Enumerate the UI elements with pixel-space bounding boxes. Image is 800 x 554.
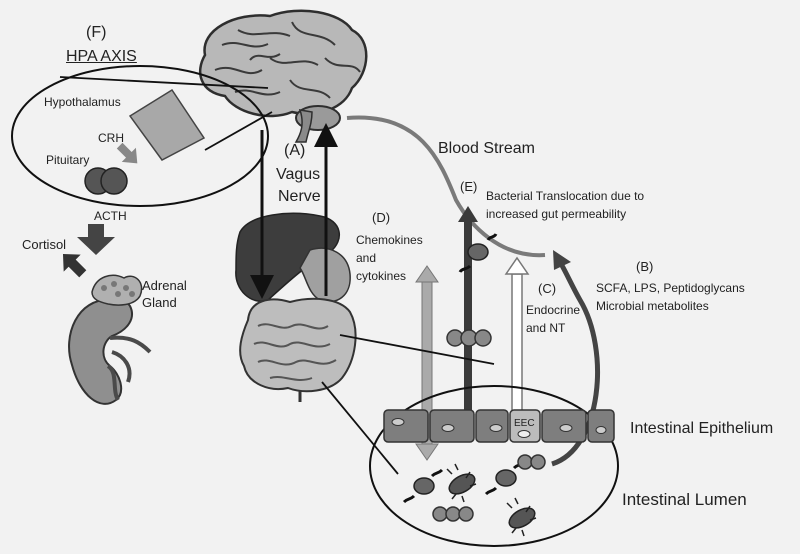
hypothalamus-label: Hypothalamus xyxy=(44,95,121,109)
microbial-label-line1: SCFA, LPS, Peptidoglycans xyxy=(596,281,745,295)
acth-label: ACTH xyxy=(94,209,127,223)
hpa-axis-title: HPA AXIS xyxy=(66,48,137,65)
microbial-letter-label: (B) xyxy=(636,259,654,274)
chemokines-label-line3: cytokines xyxy=(356,269,407,283)
bacterial-translocation-arrow-head xyxy=(458,206,478,222)
vagus-label-line1: Vagus xyxy=(276,166,321,183)
cortisol-arrow xyxy=(62,253,87,278)
cortisol-label: Cortisol xyxy=(22,237,67,252)
adrenal-label-line2: Gland xyxy=(142,295,177,310)
chemokines-label-line1: Chemokines xyxy=(356,233,423,247)
crh-arrow xyxy=(116,142,138,164)
hypothalamus-shape xyxy=(128,88,206,161)
crh-label: CRH xyxy=(98,131,124,145)
chemokines-arrow-head-up xyxy=(415,265,439,283)
kidney-adrenal-illustration xyxy=(68,274,152,405)
vagus-letter-label: (A) xyxy=(284,142,306,159)
endocrine-letter-label: (C) xyxy=(538,281,557,296)
blood-stream-curve xyxy=(346,115,546,258)
microbial-label-line2: Microbial metabolites xyxy=(596,299,709,313)
pituitary-label: Pituitary xyxy=(46,153,90,167)
brain-illustration xyxy=(198,9,368,143)
intestinal-epithelium-label: Intestinal Epithelium xyxy=(630,420,774,437)
hpa-axis-circle xyxy=(11,65,269,207)
epithelial-cell-row xyxy=(383,409,615,443)
blood-stream-label: Blood Stream xyxy=(438,140,535,157)
microbial-metabolite-arrow-head xyxy=(553,250,571,270)
endocrine-arrow-shaft xyxy=(511,273,523,421)
bacterial-label-line1: Bacterial Translocation due to xyxy=(486,189,645,203)
eec-label: EEC xyxy=(514,418,535,429)
intestinal-lumen-label: Intestinal Lumen xyxy=(622,490,747,509)
coccus-icon xyxy=(474,329,492,347)
acth-arrow xyxy=(77,224,115,255)
bacterial-letter-label: (E) xyxy=(460,179,478,194)
intestine-zoom-circle xyxy=(369,385,619,547)
zoom-line-bottom xyxy=(321,381,399,475)
endocrine-label-line1: Endocrine xyxy=(526,303,581,317)
hpa-letter-label: (F) xyxy=(86,24,107,41)
endocrine-label-line2: and NT xyxy=(526,321,566,335)
chemokines-arrow-head-down xyxy=(415,443,439,461)
translocated-bacterium-icon xyxy=(458,233,498,273)
chemokines-label-line2: and xyxy=(356,251,377,265)
bacterial-label-line2: increased gut permeability xyxy=(486,207,627,221)
vagus-label-line2: Nerve xyxy=(278,188,321,205)
pituitary-lobe-right xyxy=(100,167,128,195)
zoom-line-top xyxy=(339,334,495,365)
hpa-connector-top xyxy=(59,76,269,89)
hpa-connector-bottom xyxy=(204,111,273,151)
adrenal-label-line1: Adrenal xyxy=(142,278,187,293)
gut-illustration xyxy=(235,212,357,402)
chemokines-letter-label: (D) xyxy=(372,210,391,225)
endocrine-arrow-head xyxy=(504,256,530,275)
lumen-microbes xyxy=(402,454,546,537)
